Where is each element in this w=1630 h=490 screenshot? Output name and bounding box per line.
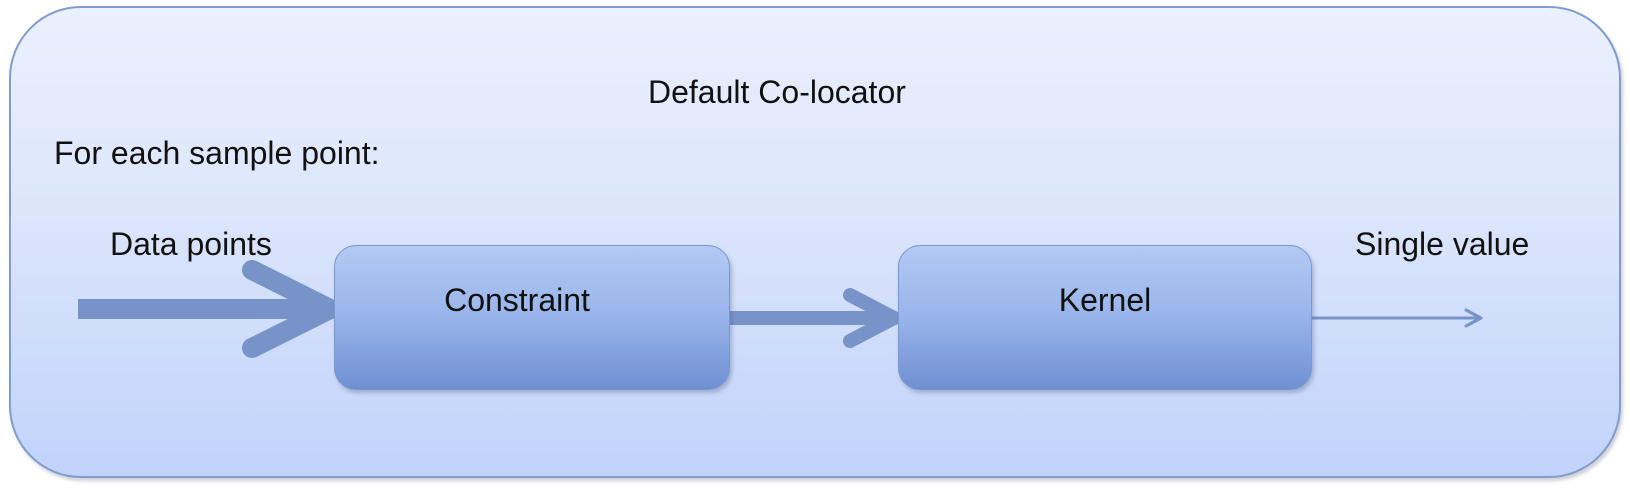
kernel-box: Kernel	[898, 245, 1312, 390]
output-label: Single value	[1355, 226, 1530, 262]
kernel-label: Kernel	[1058, 282, 1152, 318]
default-colocator-container	[9, 6, 1621, 478]
constraint-label: Constraint	[444, 282, 590, 318]
constraint-to-kernel-arrow	[730, 288, 901, 348]
diagram-subtitle: For each sample point:	[54, 135, 380, 171]
input-label: Data points	[110, 226, 272, 262]
output-arrow	[1312, 308, 1483, 328]
input-arrow	[78, 260, 340, 358]
constraint-box: Constraint	[334, 245, 730, 390]
diagram-title: Default Co-locator	[648, 74, 906, 110]
